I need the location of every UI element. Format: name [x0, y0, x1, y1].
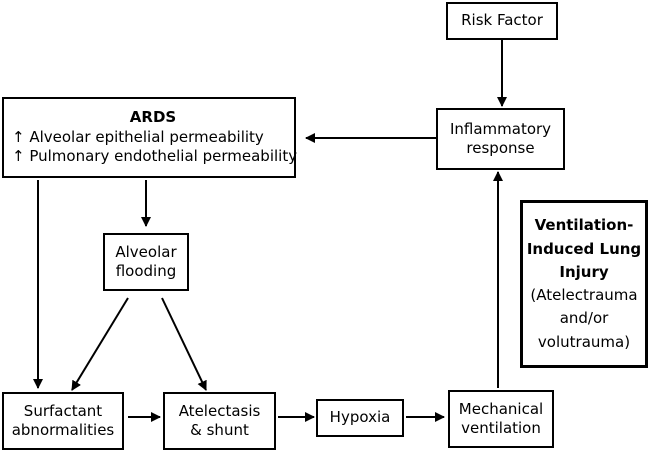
atelectasis-line2: & shunt — [190, 421, 249, 439]
mechanical-line2: ventilation — [461, 419, 541, 437]
hypoxia-label: Hypoxia — [329, 408, 391, 427]
vili-title-line3: Injury — [559, 262, 609, 281]
vili-title-line1: Ventilation- — [534, 216, 634, 235]
vili-detail-line1: (Atelectrauma — [530, 286, 638, 304]
inflammatory-label-line2: response — [466, 139, 535, 157]
surfactant-line2: abnormalities — [11, 421, 115, 439]
mechanical-line1: Mechanical — [458, 399, 544, 418]
ards-title: ARDS — [129, 108, 177, 127]
inflammatory-response-node: Inflammatory response — [436, 108, 565, 170]
hypoxia-node: Hypoxia — [316, 399, 404, 437]
surfactant-line1: Surfactant — [23, 401, 103, 420]
vili-detail-line3: volutrauma) — [537, 332, 631, 351]
arrow-flooding-to-atelectasis — [161, 297, 207, 391]
inflammatory-label-line1: Inflammatory — [449, 119, 552, 138]
mechanical-ventilation-node: Mechanical ventilation — [448, 390, 554, 448]
alveolar-flooding-line2: flooding — [115, 262, 177, 280]
risk-factor-label: Risk Factor — [461, 11, 543, 30]
alveolar-flooding-line1: Alveolar — [115, 242, 177, 261]
ards-epithelial-line: ↑ Alveolar epithelial permeability — [12, 127, 264, 146]
surfactant-abnormalities-node: Surfactant abnormalities — [2, 392, 124, 450]
alveolar-flooding-node: Alveolar flooding — [103, 233, 189, 291]
arrow-flooding-to-surfactant — [71, 297, 129, 391]
atelectasis-shunt-node: Atelectasis & shunt — [163, 392, 276, 450]
vili-detail-line2: and/or — [559, 309, 609, 328]
ards-node: ARDS ↑ Alveolar epithelial permeability … — [2, 97, 298, 178]
vili-title-line2: Induced Lung — [526, 239, 642, 258]
risk-factor-node: Risk Factor — [446, 2, 558, 40]
ards-endothelial-line: ↑ Pulmonary endothelial permeability — [12, 147, 298, 166]
atelectasis-line1: Atelectasis — [178, 401, 261, 420]
vili-node: Ventilation- Induced Lung Injury (Atelec… — [520, 200, 648, 368]
